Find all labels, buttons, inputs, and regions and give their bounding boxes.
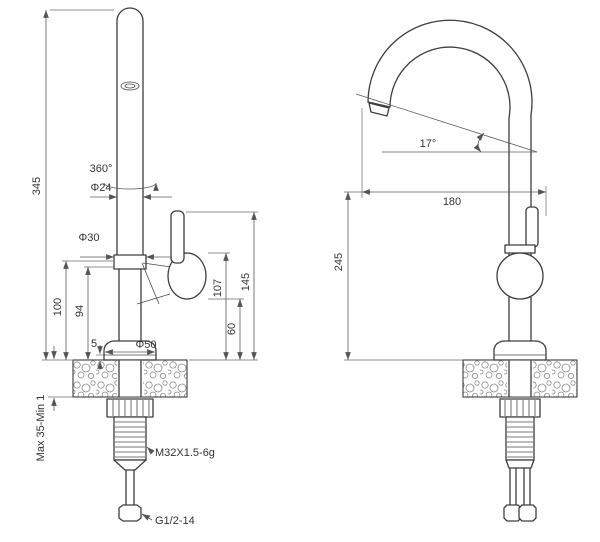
aerator-tip bbox=[368, 102, 390, 117]
front-view: 345 360° Φ24 Φ30 100 94 5 Φ50 107 60 145… bbox=[31, 7, 258, 527]
front-view-dimensions: 345 360° Φ24 Φ30 100 94 5 Φ50 107 60 145… bbox=[31, 9, 258, 527]
dim-height-100: 100 bbox=[52, 298, 64, 316]
countertop-section bbox=[72, 359, 188, 398]
mounting-nut-side bbox=[499, 398, 541, 418]
dim-inlet-thread: G1/2-14 bbox=[155, 515, 195, 527]
handle-lever bbox=[170, 210, 185, 264]
dim-swivel-angle: 360° bbox=[90, 163, 113, 175]
swivel-arc bbox=[103, 182, 159, 191]
collar-side bbox=[504, 244, 536, 254]
spout-outlet bbox=[367, 101, 391, 108]
base-flange bbox=[103, 340, 157, 361]
spout-pipe bbox=[116, 7, 144, 255]
hose-nut-2 bbox=[518, 504, 537, 522]
aerator-window bbox=[120, 81, 140, 91]
reducer bbox=[113, 459, 147, 471]
mounting-hardware bbox=[106, 398, 154, 522]
handle-hub bbox=[167, 252, 207, 300]
dim-height-94: 94 bbox=[74, 305, 86, 317]
countertop-section-side bbox=[462, 359, 578, 398]
dim-hub-bottom-height: 60 bbox=[226, 323, 238, 335]
handle-hub-side bbox=[496, 252, 544, 300]
base-flange-side bbox=[493, 340, 547, 361]
collar bbox=[113, 254, 147, 270]
handle-lever-side bbox=[525, 206, 539, 248]
gooseneck-spout bbox=[367, 19, 533, 246]
cone-top-edge bbox=[142, 262, 172, 268]
threaded-shank bbox=[113, 416, 147, 461]
reducer-side bbox=[505, 459, 535, 469]
dim-spout-height: 245 bbox=[333, 253, 345, 271]
dim-hub-height: 107 bbox=[212, 279, 224, 297]
dim-flange-lip: 5 bbox=[91, 338, 97, 350]
dim-spout-angle: 17° bbox=[420, 138, 437, 150]
dim-base-diameter: Φ50 bbox=[135, 339, 156, 351]
faucet-body bbox=[113, 210, 207, 342]
threaded-shank-side bbox=[505, 416, 535, 461]
mounting-nut bbox=[106, 398, 154, 418]
angle-arc bbox=[473, 132, 485, 153]
angle-line bbox=[355, 93, 538, 153]
dim-spout-diameter: Φ24 bbox=[90, 182, 111, 194]
dim-handle-top-height: 145 bbox=[240, 273, 252, 291]
side-body bbox=[493, 206, 547, 361]
mounting-hardware-side bbox=[499, 398, 541, 522]
dim-deck-thickness: Max 35-Min 1 bbox=[35, 395, 47, 462]
dim-overall-height: 345 bbox=[31, 177, 43, 195]
dim-body-diameter: Φ30 bbox=[78, 232, 99, 244]
side-view: 17° 180 245 bbox=[333, 19, 578, 522]
side-view-dimensions: 17° 180 245 bbox=[333, 93, 547, 361]
hose-nut bbox=[118, 504, 142, 522]
cone-bottom-edge bbox=[136, 293, 171, 305]
dim-spout-reach: 180 bbox=[443, 196, 461, 208]
dim-mounting-thread: M32X1.5-6g bbox=[155, 447, 215, 459]
